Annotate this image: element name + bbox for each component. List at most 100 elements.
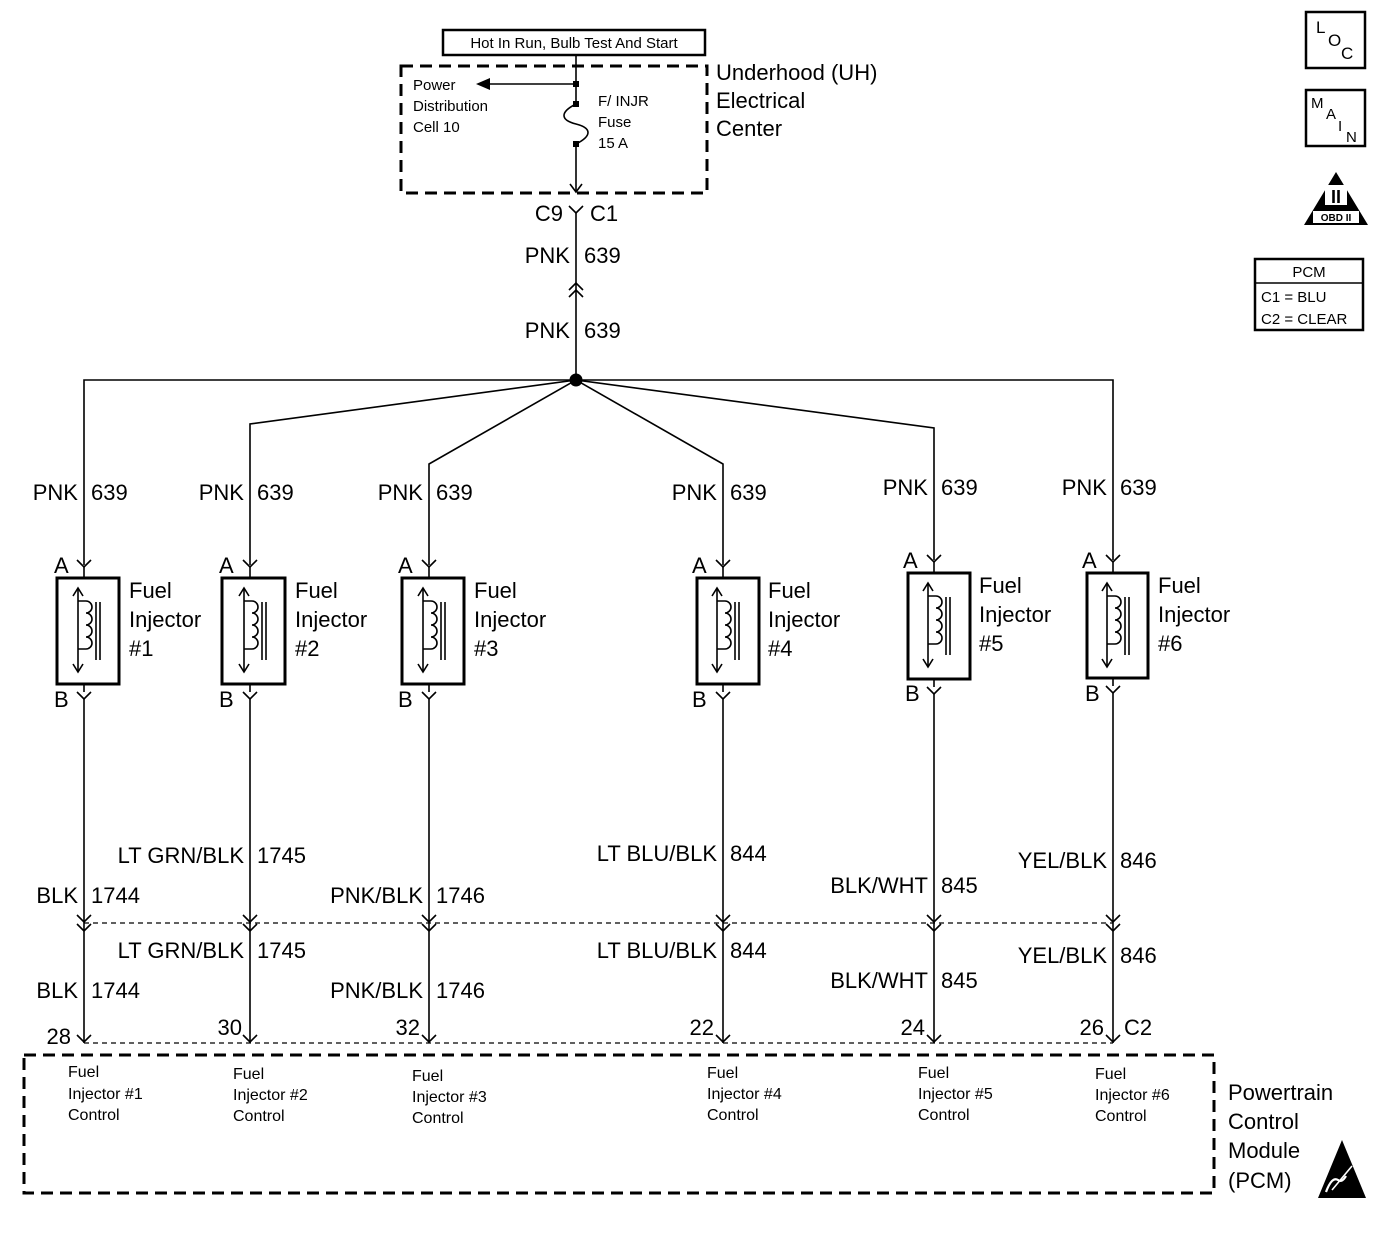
inline-terminal-5-upper [926,914,942,924]
injector-5-name-3: #5 [979,631,1003,656]
uh-center-line-2: Electrical [716,88,805,113]
branch-wire-1 [83,379,576,565]
fuse-symbol [563,103,589,145]
pcm-terminals [76,1034,1121,1044]
injector-3-pin-b-connector [421,691,437,701]
main-icon[interactable]: M A I N [1304,88,1367,148]
injector-5-arrow-up [922,581,934,592]
pcm-label-1-line-1: Fuel [68,1064,99,1081]
pcm-label-5-line-3: Control [918,1107,970,1124]
inline-terminal-6-upper [1105,914,1121,924]
injector-4-coil [717,600,732,650]
injector-1-name-3: #1 [129,636,153,661]
pcm-legend-frame [1253,257,1365,332]
injector-6-arrow-up [1101,581,1113,592]
injector-5-body [906,571,972,681]
pcm-terminal-6 [1105,1034,1121,1044]
injector-3-arrow-up [417,586,429,597]
out-4-upper-color: LT BLU/BLK [597,841,718,866]
esd-warning-icon [1318,1140,1366,1198]
injector-2-feed-circuit: 639 [257,480,294,505]
branch-wire-4 [575,379,724,565]
out-5-upper-circuit: 845 [941,873,978,898]
hot-label-box [441,28,707,57]
injector-1-arrow-up [72,586,84,597]
loc-icon[interactable]: L O C [1304,10,1367,70]
main-letter-m: M [1311,95,1324,112]
power-dist-line-2: Distribution [413,98,488,115]
injector-4-name-3: #4 [768,636,792,661]
pcm-label-3-line-3: Control [412,1110,464,1127]
out-6-upper-circuit: 846 [1120,848,1157,873]
out-5-lower-color: BLK/WHT [830,968,928,993]
injector-6-arrow-down [1101,658,1113,669]
injector-4-body [695,576,761,686]
hot-label: Hot In Run, Bulb Test And Start [470,35,678,52]
injector-5-pin-b-connector [926,686,942,696]
injector-5-feed-circuit: 639 [941,475,978,500]
injector-1-name-1: Fuel [129,578,172,603]
injector-4-pin-b-connector [715,691,731,701]
c9-c1-connector [568,205,584,215]
pcm-pin-2: 30 [218,1015,242,1040]
injector-5-arrow-down [922,658,934,669]
inline-harness-terminals [76,914,1121,933]
pcm-legend: PCM C1 = BLU C2 = CLEAR [1253,257,1365,332]
injector-4-arrow-up [711,586,723,597]
injector-4-arrow-down [711,663,723,674]
pcm-label-3-line-1: Fuel [412,1068,443,1085]
inline-terminal-3-lower [421,923,437,933]
obd-ii-icon[interactable]: II OBD II [1304,172,1368,225]
loc-letter-l: L [1316,18,1325,37]
pcm-terminal-4 [715,1034,731,1044]
injector-4-feed-circuit: 639 [730,480,767,505]
injector-5-name-1: Fuel [979,573,1022,598]
pcm-terminal-5 [926,1034,942,1044]
pcm-pin-4: 22 [690,1015,714,1040]
injector-5: PNK 639 A Fuel Injector #5 B [883,475,1051,706]
uh-center-box [399,64,709,195]
injector-6-body [1085,571,1150,680]
out-6-lower-color: YEL/BLK [1018,943,1108,968]
pcm-name-line-4: (PCM) [1228,1168,1292,1193]
injector-3-pin-a: A [398,553,413,578]
out-6-upper-color: YEL/BLK [1018,848,1108,873]
out-3-upper-circuit: 1746 [436,883,485,908]
out-1-lower-color: BLK [36,978,78,1003]
pcm-label-3-line-2: Injector #3 [412,1089,487,1106]
loc-letter-o: O [1328,31,1341,50]
fuse-line-1: F/ INJR [598,93,649,110]
uh-center-line-1: Underhood (UH) [716,60,877,85]
trunk-2-color: PNK [525,318,571,343]
pcm-label-1-line-2: Injector #1 [68,1086,143,1103]
inline-terminal-4-upper [715,914,731,924]
injector-1-feed-circuit: 639 [91,480,128,505]
injector-3-arrow-down [417,663,429,674]
injector-6: PNK 639 A Fuel Injector #6 B [1062,475,1230,706]
out-4-lower-circuit: 844 [730,938,767,963]
fuse-out-arrow [569,183,583,194]
inline-terminal-3-upper [421,914,437,924]
injector-2-coil [244,600,259,650]
out-5-lower-circuit: 845 [941,968,978,993]
injector-2-body [220,576,287,686]
injector-6-coil [1107,595,1122,645]
pcm-label-6-line-1: Fuel [1095,1066,1126,1083]
pcm-legend-row-2: C2 = CLEAR [1261,311,1347,328]
trunk-1-color: PNK [525,243,571,268]
pcm-label-5-line-2: Injector #5 [918,1086,993,1103]
inline-terminal-2-lower [242,923,258,933]
injector-1-pin-b: B [54,687,69,712]
inline-terminal-2-upper [242,914,258,924]
injector-6-name-3: #6 [1158,631,1182,656]
inline-terminal-1-lower [76,923,92,933]
out-1-lower-circuit: 1744 [91,978,140,1003]
injector-2-feed-color: PNK [199,480,245,505]
pcm-label-4-line-2: Injector #4 [707,1086,782,1103]
out-1-upper-color: BLK [36,883,78,908]
pcm-name-line-3: Module [1228,1138,1300,1163]
injector-6-pin-b: B [1085,681,1100,706]
injector-2-arrow-down [238,663,250,674]
injector-2-pin-a: A [219,553,234,578]
injector-2: PNK 639 A Fuel Injector #2 B [199,480,367,712]
